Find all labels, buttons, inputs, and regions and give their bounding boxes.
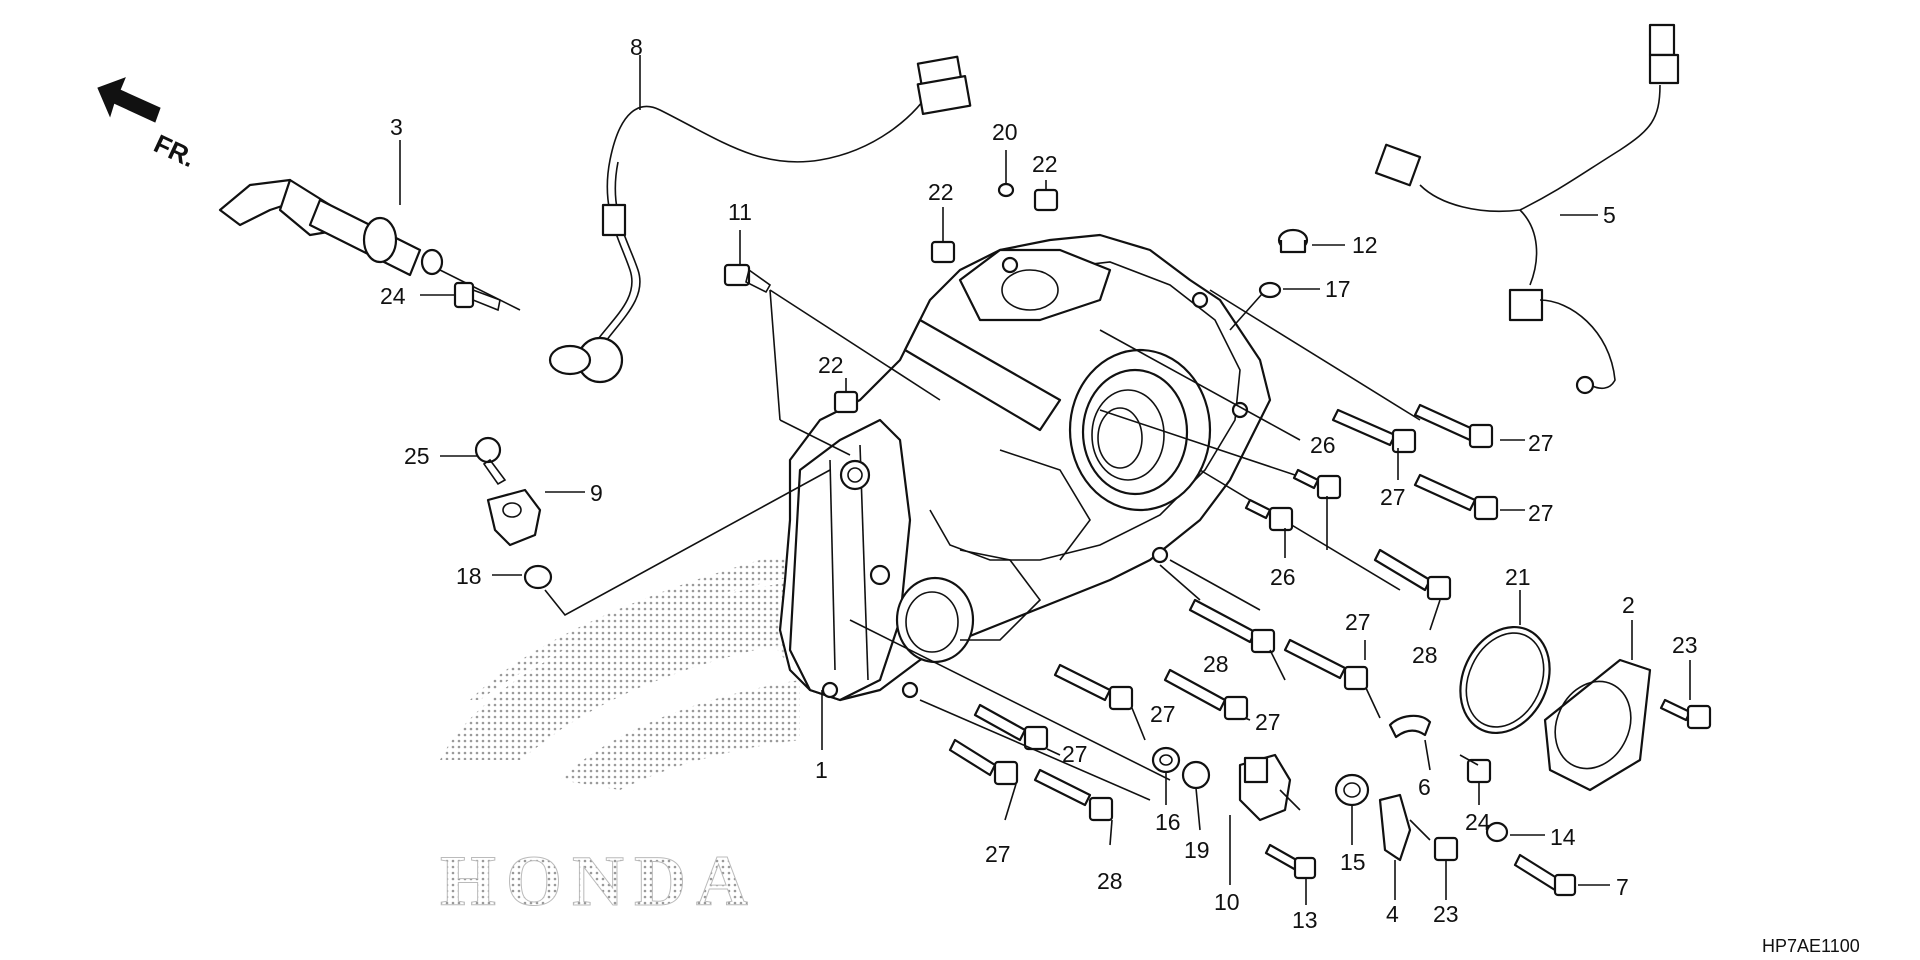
label-part-7: 7 xyxy=(1616,874,1629,900)
label-part-24-right: 24 xyxy=(1465,809,1491,835)
honda-brand-text: HONDA xyxy=(440,841,758,921)
label-part-1: 1 xyxy=(815,757,828,783)
bolt-part-13 xyxy=(1264,843,1317,905)
label-part-26-b: 26 xyxy=(1270,564,1296,590)
label-part-27-h: 27 xyxy=(985,841,1011,867)
bolt-part-25 xyxy=(440,436,507,486)
o-ring-part-20 xyxy=(997,150,1015,198)
plug-part-12 xyxy=(1277,228,1345,254)
label-part-16: 16 xyxy=(1155,809,1181,835)
bolt-set-right xyxy=(1099,289,1499,611)
diagram-code: HP7AE1100 xyxy=(1762,936,1860,956)
wire-harness-part-5 xyxy=(1374,23,1680,395)
wire-clamp-part-6 xyxy=(1388,714,1432,771)
dowel-pin-part-22-c xyxy=(833,378,859,414)
label-part-23-upper: 23 xyxy=(1672,632,1698,658)
label-part-17: 17 xyxy=(1325,276,1351,302)
o-ring-part-21 xyxy=(1459,590,1551,735)
label-part-20: 20 xyxy=(992,119,1018,145)
o-ring-part-17 xyxy=(1229,281,1320,331)
label-part-22-c: 22 xyxy=(818,352,844,378)
label-leaders xyxy=(1004,439,1525,846)
label-part-8: 8 xyxy=(630,34,643,60)
flange-bolt-part-23-lower xyxy=(1409,819,1459,900)
flange-bolt-part-23-upper xyxy=(1659,660,1712,730)
flange-bolt-part-11 xyxy=(723,230,941,456)
label-part-28-c: 28 xyxy=(1097,868,1123,894)
label-part-22-b: 22 xyxy=(1032,151,1058,177)
honda-wing-logo xyxy=(440,555,800,790)
label-part-27-e: 27 xyxy=(1150,701,1176,727)
plate-gasket-part-2 xyxy=(1543,620,1652,792)
label-part-22-a: 22 xyxy=(928,179,954,205)
honda-watermark: HONDA xyxy=(440,555,800,922)
front-direction-indicator: FR. xyxy=(97,77,200,173)
washer-part-14 xyxy=(1485,821,1545,843)
label-part-14: 14 xyxy=(1550,824,1576,850)
switch-part-10 xyxy=(1229,753,1301,885)
oil-seal-part-15 xyxy=(1334,773,1370,807)
seal-ring-part-16 xyxy=(1151,746,1181,774)
front-arrow-icon xyxy=(97,77,161,123)
sensor-part-9 xyxy=(486,488,585,547)
crankcase-cover-part-1 xyxy=(770,233,1272,750)
label-part-13: 13 xyxy=(1292,907,1318,933)
label-part-4: 4 xyxy=(1386,901,1399,927)
flange-bolt-part-24-right xyxy=(1459,754,1492,805)
o-ring-part-18 xyxy=(492,469,831,617)
label-part-11: 11 xyxy=(728,199,752,225)
label-part-9: 9 xyxy=(590,480,603,506)
wire-harness-part-8 xyxy=(548,55,972,384)
label-part-24-left: 24 xyxy=(380,283,406,309)
flange-bolt-part-24-left xyxy=(420,281,501,312)
label-part-28-b: 28 xyxy=(1203,651,1229,677)
dowel-pin-part-22-b xyxy=(1033,180,1059,212)
label-part-5: 5 xyxy=(1603,202,1616,228)
label-part-23-lower: 23 xyxy=(1433,901,1459,927)
dowel-pin-part-22-a xyxy=(930,207,956,264)
label-part-6: 6 xyxy=(1418,774,1431,800)
label-part-27-d: 27 xyxy=(1345,609,1371,635)
label-part-27-c: 27 xyxy=(1528,500,1554,526)
label-part-27-b: 27 xyxy=(1380,484,1406,510)
label-part-3: 3 xyxy=(390,114,403,140)
part-labels: 8 3 20 22 22 11 12 17 5 24 22 25 9 18 1 … xyxy=(380,34,1698,933)
label-part-12: 12 xyxy=(1352,232,1378,258)
o-ring-part-19 xyxy=(1181,760,1211,790)
label-part-25: 25 xyxy=(404,443,430,469)
label-part-28-a: 28 xyxy=(1412,642,1438,668)
clamp-part-4 xyxy=(1378,793,1412,900)
label-part-27-a: 27 xyxy=(1528,430,1554,456)
label-part-15: 15 xyxy=(1340,849,1366,875)
label-part-21: 21 xyxy=(1505,564,1531,590)
shift-spindle-part-3 xyxy=(218,140,521,311)
label-part-19: 19 xyxy=(1184,837,1210,863)
front-label: FR. xyxy=(149,128,200,173)
label-part-26-a: 26 xyxy=(1310,432,1336,458)
label-part-27-f: 27 xyxy=(1255,709,1281,735)
sensor-bolt-part-7 xyxy=(1513,853,1610,897)
label-part-27-g: 27 xyxy=(1062,741,1088,767)
bolt-set-center xyxy=(849,564,1369,822)
label-part-10: 10 xyxy=(1214,889,1240,915)
label-part-2: 2 xyxy=(1622,592,1635,618)
label-part-18: 18 xyxy=(456,563,482,589)
